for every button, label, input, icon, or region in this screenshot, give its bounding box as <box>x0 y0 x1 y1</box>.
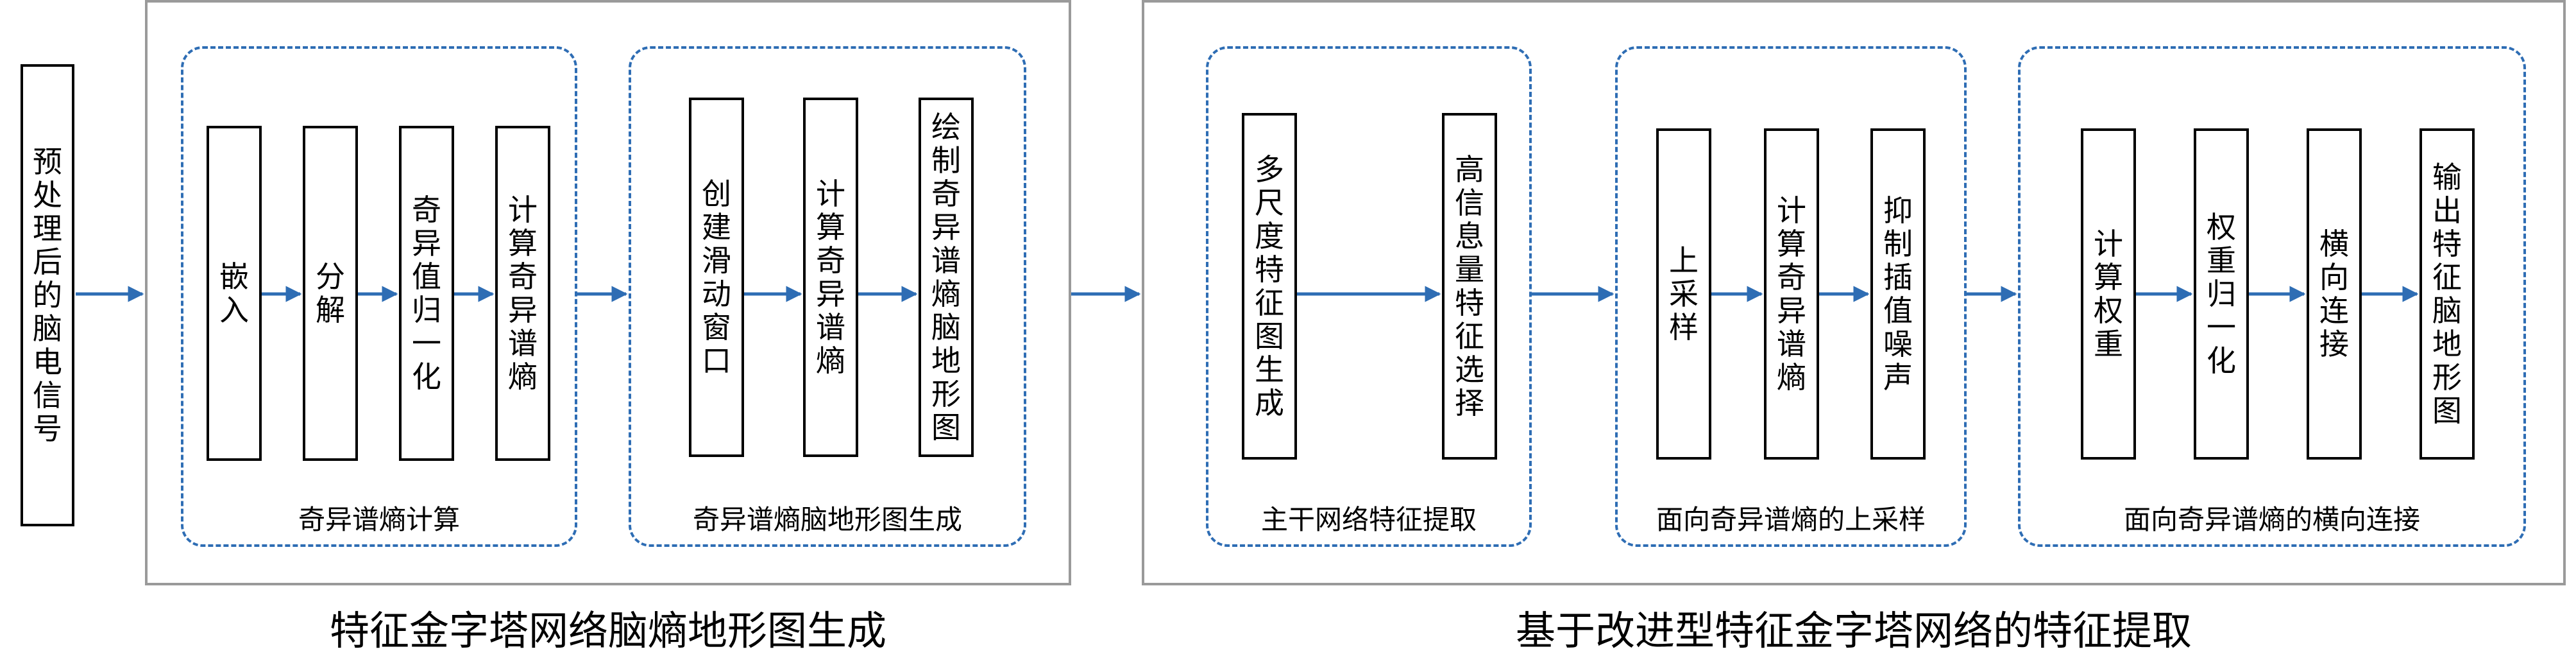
step-embed-label: 嵌入 <box>219 259 249 327</box>
step-multiscale-maps: 多尺度特征图生成 <box>1242 113 1297 460</box>
topomap-gen-label: 奇异谱熵脑地形图生成 <box>692 504 962 535</box>
input-signal-box: 预处理后的脑电信号 <box>21 64 74 526</box>
ssentropy-calc-group: 奇异谱熵计算 <box>181 46 577 547</box>
step-draw-topomap-label: 绘制奇异谱熵脑地形图 <box>931 110 961 445</box>
upsample-label: 面向奇异谱熵的上采样 <box>1656 504 1926 535</box>
step-compute-sse-3-label: 计算奇异谱熵 <box>1777 193 1806 395</box>
step-compute-sse-2: 计算奇异谱熵 <box>803 98 858 457</box>
backbone-group: 主干网络特征提取 <box>1206 46 1532 547</box>
step-output-topomap: 输出特征脑地形图 <box>2419 128 2475 460</box>
step-embed: 嵌入 <box>207 126 262 461</box>
step-upsample: 上采样 <box>1656 128 1711 460</box>
section2-caption: 基于改进型特征金字塔网络的特征提取 <box>1515 607 2192 654</box>
step-upsample-label: 上采样 <box>1669 243 1699 345</box>
step-multiscale-maps-label: 多尺度特征图生成 <box>1255 152 1284 420</box>
step-output-topomap-label: 输出特征脑地形图 <box>2432 160 2462 428</box>
step-compute-sse-1: 计算奇异谱熵 <box>495 126 550 461</box>
step-suppress-noise-label: 抑制插值噪声 <box>1883 193 1913 395</box>
input-signal-label: 预处理后的脑电信号 <box>33 144 62 446</box>
step-lateral-connect: 横向连接 <box>2307 128 2362 460</box>
upsample-group: 面向奇异谱熵的上采样 <box>1615 46 1967 547</box>
backbone-label: 主干网络特征提取 <box>1260 504 1477 535</box>
step-compute-sse-1-label: 计算奇异谱熵 <box>508 193 538 394</box>
step-sliding-window-label: 创建滑动窗口 <box>702 177 731 378</box>
step-sliding-window: 创建滑动窗口 <box>689 98 744 457</box>
topomap-gen-group: 奇异谱熵脑地形图生成 <box>629 46 1026 547</box>
step-feature-select-label: 高信息量特征选择 <box>1455 152 1484 420</box>
step-feature-select: 高信息量特征选择 <box>1442 113 1497 460</box>
step-compute-sse-3: 计算奇异谱熵 <box>1764 128 1819 460</box>
lateral-label: 面向奇异谱熵的横向连接 <box>2123 504 2420 535</box>
step-normalize-weight-label: 权重归一化 <box>2207 210 2236 378</box>
step-normalize-sv-label: 奇异值归一化 <box>412 193 441 394</box>
step-compute-weight: 计算权重 <box>2081 128 2136 460</box>
step-lateral-connect-label: 横向连接 <box>2319 227 2349 361</box>
ssentropy-calc-label: 奇异谱熵计算 <box>298 504 460 535</box>
step-decompose: 分解 <box>303 126 358 461</box>
step-decompose-label: 分解 <box>316 259 345 327</box>
step-normalize-weight: 权重归一化 <box>2194 128 2249 460</box>
step-normalize-sv: 奇异值归一化 <box>399 126 454 461</box>
step-compute-weight-label: 计算权重 <box>2094 227 2123 361</box>
step-compute-sse-2-label: 计算奇异谱熵 <box>816 177 845 378</box>
lateral-group: 面向奇异谱熵的横向连接 <box>2018 46 2526 547</box>
step-suppress-noise: 抑制插值噪声 <box>1870 128 1926 460</box>
step-draw-topomap: 绘制奇异谱熵脑地形图 <box>919 98 974 457</box>
section1-caption: 特征金字塔网络脑熵地形图生成 <box>329 607 886 654</box>
